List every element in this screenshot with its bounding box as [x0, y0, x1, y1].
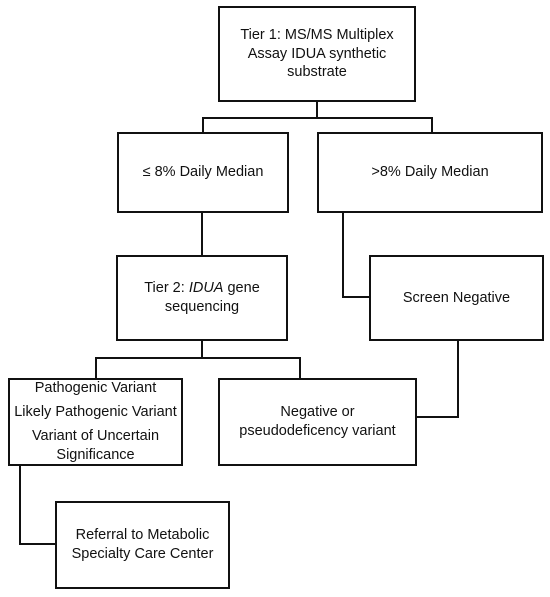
negative-line-2: pseudodeficency variant — [239, 423, 396, 439]
tier1-box: Tier 1: MS/MS Multiplex Assay IDUA synth… — [218, 6, 416, 102]
tier2-box: Tier 2: IDUA gene sequencing — [116, 255, 288, 341]
negative-line-1: Negative or — [280, 404, 355, 421]
negative-box: Negative or pseudodeficency variant — [218, 378, 417, 466]
tier2-line-2: sequencing — [164, 299, 240, 315]
edge-variants-to-referral — [19, 466, 55, 545]
low-median-label: ≤ 8% Daily Median — [142, 164, 264, 181]
referral-line-1: Referral to Metabolic — [75, 527, 210, 544]
edge-tier2-to-negative — [202, 357, 301, 378]
edge-screen-negative-to-negative — [417, 341, 459, 418]
tier1-line-2: Assay IDUA synthetic — [247, 45, 387, 62]
variants-box: Pathogenic Variant Likely Pathogenic Var… — [8, 378, 183, 466]
edge-tier1-branch — [202, 102, 318, 132]
tier2-prefix: Tier 2: — [144, 280, 189, 297]
variants-line-3: Variant of Uncertain — [31, 428, 160, 444]
screen-negative-box: Screen Negative — [369, 255, 544, 341]
referral-line-2: Specialty Care Center — [71, 546, 214, 562]
tier2-gene-name: IDUA — [188, 280, 224, 297]
variants-line-1: Pathogenic Variant — [34, 380, 157, 397]
edge-tier2-branch — [95, 341, 203, 378]
tier2-suffix: gene — [223, 280, 260, 297]
tier1-line-3: substrate — [287, 64, 347, 81]
tier1-line-1: Tier 1: MS/MS Multiplex — [240, 26, 394, 43]
high-median-label: >8% Daily Median — [371, 164, 489, 181]
edge-tier1-to-high — [317, 117, 433, 132]
variants-line-2: Likely Pathogenic Variant — [14, 404, 177, 421]
tier2-line-1: Tier 2: IDUA gene — [144, 279, 260, 298]
referral-box: Referral to Metabolic Specialty Care Cen… — [55, 501, 230, 589]
variants-line-4: Significance — [56, 446, 135, 463]
screen-negative-label: Screen Negative — [402, 289, 511, 306]
edge-high-to-screen-negative — [342, 213, 369, 298]
high-median-box: >8% Daily Median — [317, 132, 543, 213]
low-median-box: ≤ 8% Daily Median — [117, 132, 289, 213]
